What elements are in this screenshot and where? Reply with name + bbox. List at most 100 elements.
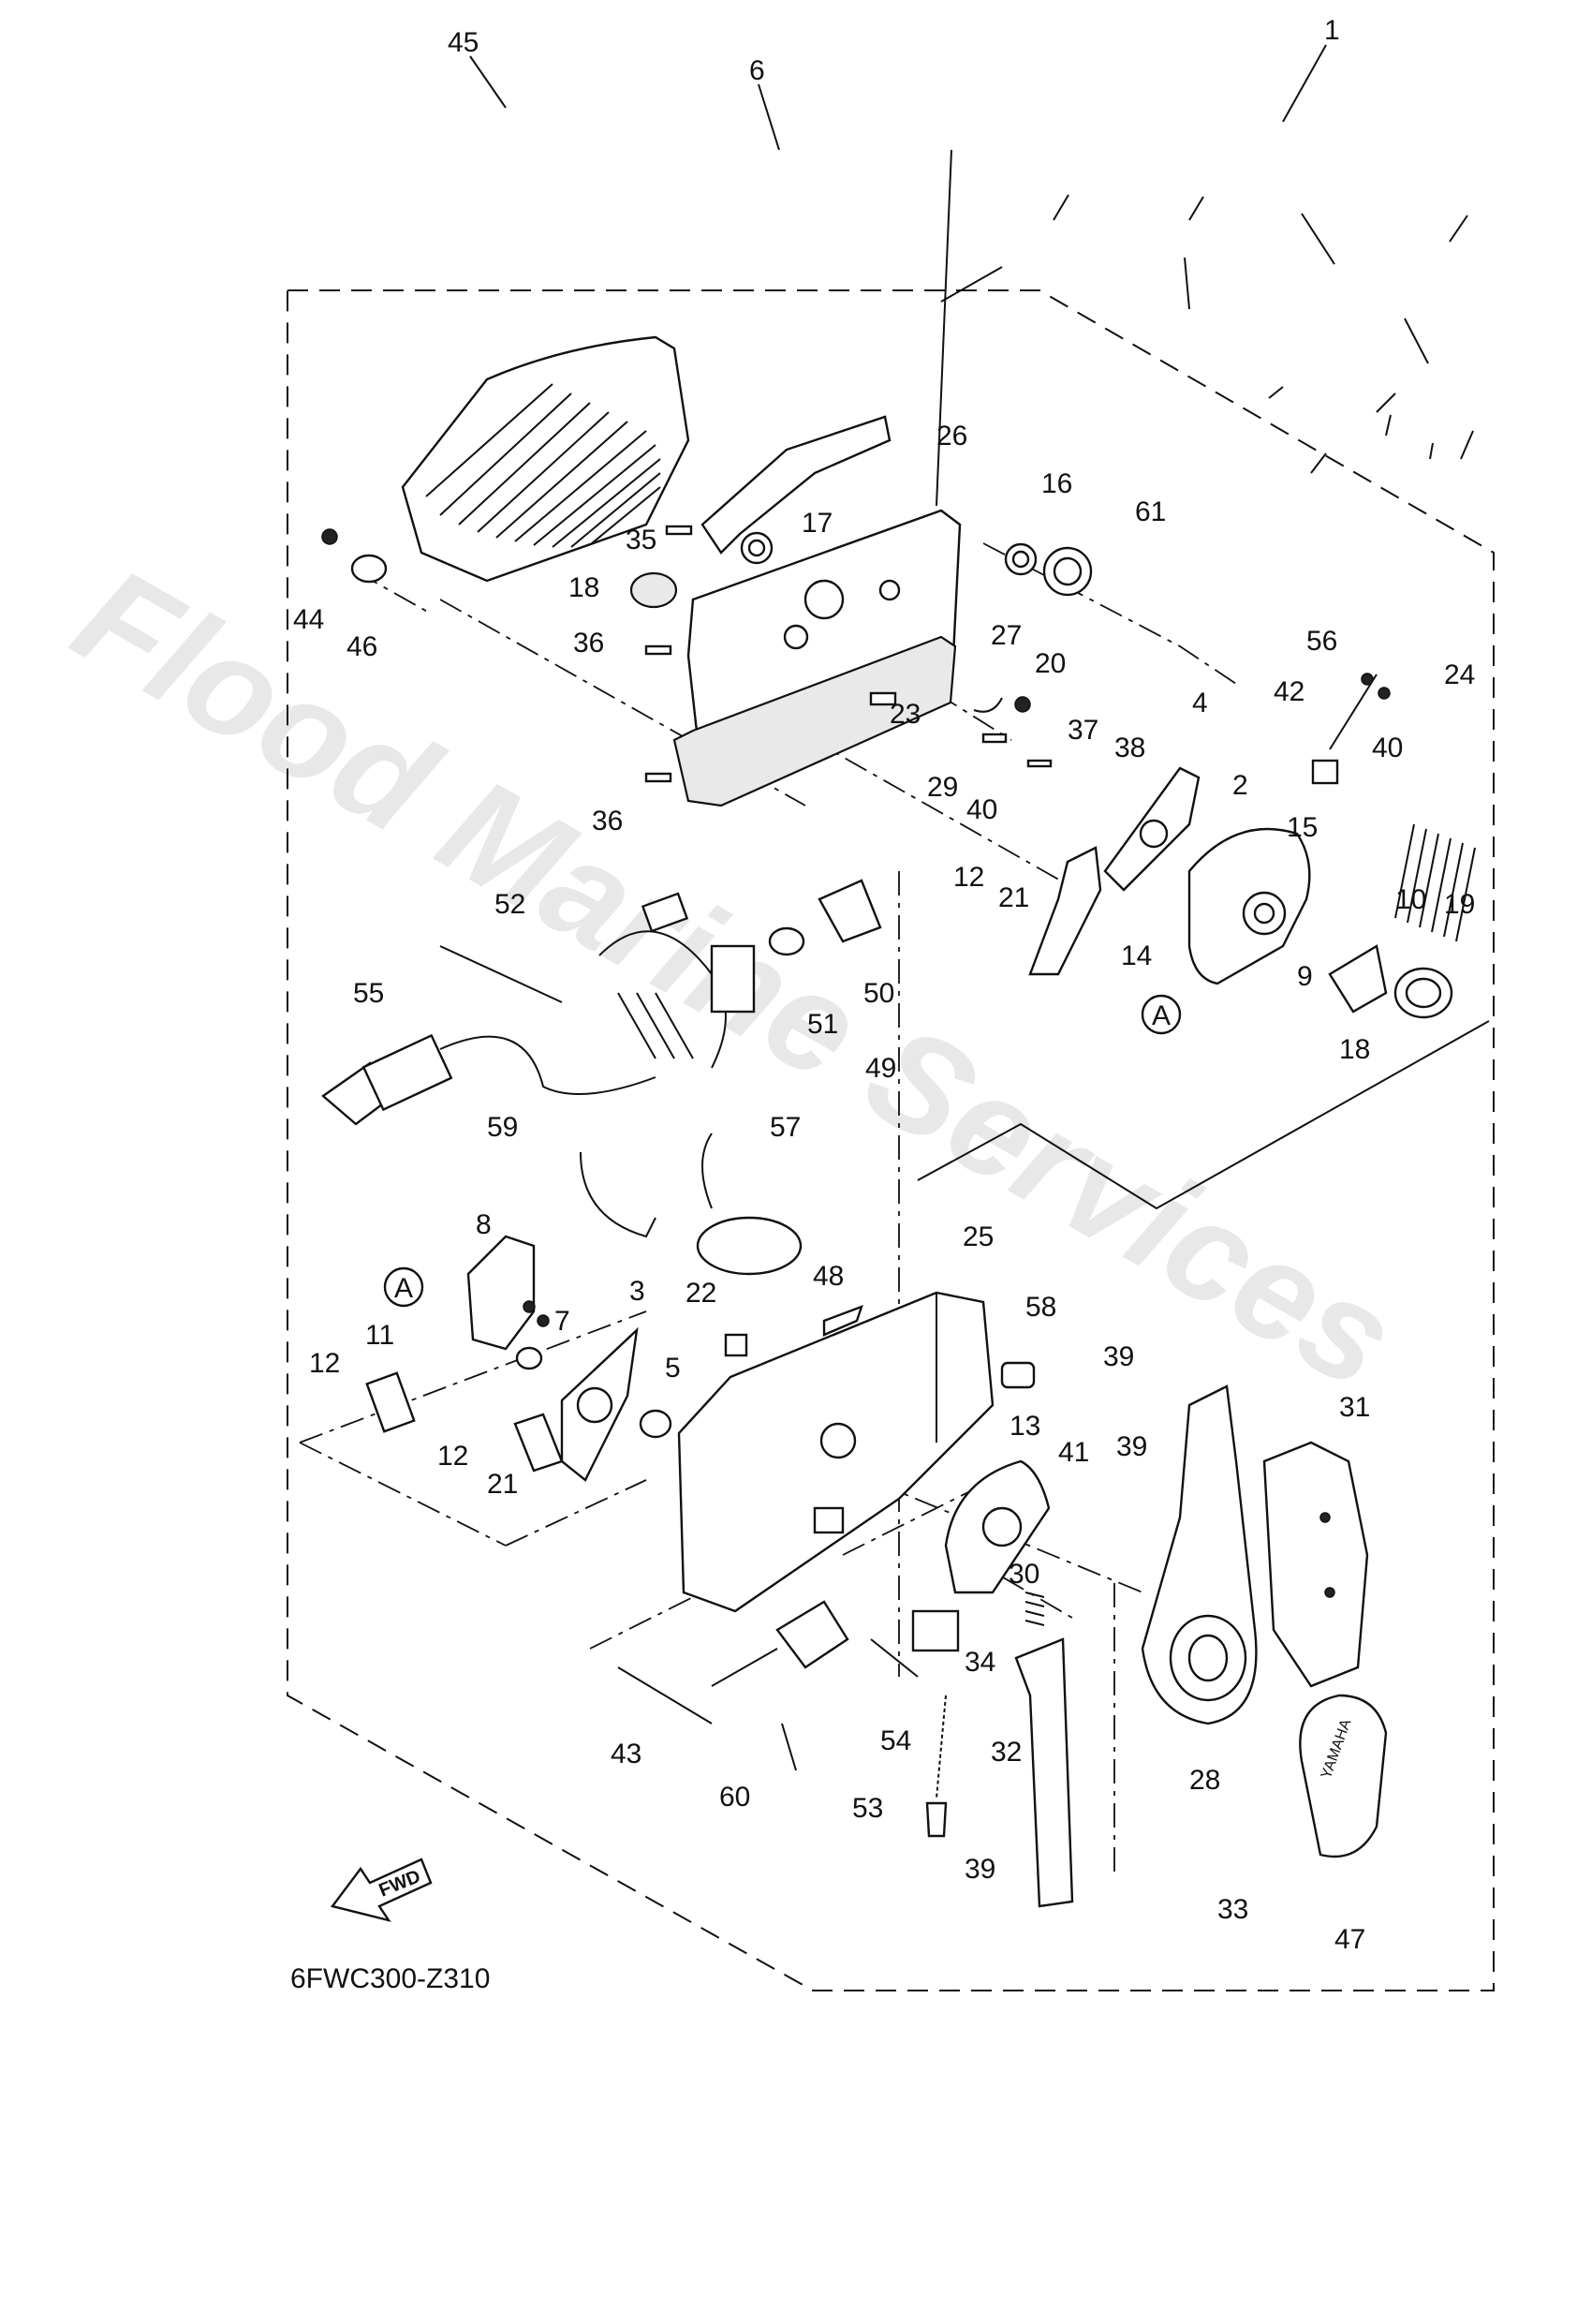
part-31-grip — [1262, 1441, 1369, 1688]
callout-39-c: 39 — [965, 1854, 995, 1885]
callout-51: 51 — [807, 1009, 838, 1040]
callout-36-top: 36 — [573, 628, 604, 659]
callout-12-top: 12 — [953, 862, 984, 893]
callout-38: 38 — [1114, 733, 1145, 763]
callout-36-low: 36 — [592, 806, 623, 836]
callout-13: 13 — [1010, 1411, 1040, 1442]
callout-19: 19 — [1444, 889, 1475, 920]
callout-20: 20 — [1035, 648, 1066, 679]
part-45-grille-cover — [401, 335, 690, 583]
callout-41: 41 — [1058, 1437, 1089, 1468]
part-19-plate — [1328, 944, 1388, 1014]
callout-9: 9 — [1297, 961, 1313, 992]
part-3-cam — [560, 1326, 639, 1482]
part-21-lever-right — [1028, 846, 1102, 976]
callout-35: 35 — [626, 525, 656, 555]
callout-46: 46 — [346, 631, 377, 662]
callout-27: 27 — [991, 620, 1022, 651]
callout-18-top: 18 — [568, 572, 599, 603]
callout-43: 43 — [611, 1739, 641, 1769]
part-25-lower-housing — [677, 1291, 995, 1613]
callout-22: 22 — [685, 1278, 716, 1309]
callout-18-right: 18 — [1339, 1034, 1370, 1065]
part-53-stop-switch — [711, 1600, 849, 1687]
callout-40-right: 40 — [1372, 733, 1403, 763]
part-34-bracket — [911, 1609, 960, 1652]
callout-32: 32 — [991, 1737, 1022, 1768]
part-28-handle — [1141, 1384, 1258, 1725]
callout-47: 47 — [1334, 1924, 1365, 1955]
callout-59: 59 — [487, 1112, 518, 1143]
part-48-clip — [822, 1304, 863, 1337]
callout-15: 15 — [1287, 812, 1318, 843]
fwd-arrow: FWD — [330, 1858, 433, 1922]
marker-a-left: A — [383, 1266, 424, 1308]
callout-60: 60 — [719, 1782, 750, 1813]
callout-5: 5 — [665, 1353, 681, 1384]
callout-39-b: 39 — [1116, 1431, 1147, 1462]
callout-16: 16 — [1041, 468, 1072, 499]
part-60-screw — [781, 1723, 797, 1771]
part-5-washer — [639, 1409, 672, 1439]
part-18-bushing-right — [1393, 967, 1453, 1019]
callout-52: 52 — [494, 889, 525, 920]
part-22-clip — [724, 1333, 748, 1357]
part-13-cam-plate — [944, 1459, 1051, 1594]
part-59-clip — [580, 1151, 656, 1238]
callout-21-top: 21 — [998, 882, 1029, 913]
callout-53: 53 — [852, 1793, 883, 1824]
callout-4: 4 — [1192, 688, 1208, 718]
part-56-cable-bracket — [1311, 673, 1391, 785]
part-33-cover: YAMAHA — [1299, 1694, 1388, 1858]
callout-10: 10 — [1395, 884, 1426, 915]
callout-11: 11 — [365, 1320, 394, 1351]
callout-48: 48 — [813, 1261, 844, 1292]
callout-28: 28 — [1189, 1765, 1220, 1796]
part-50-key — [768, 879, 882, 956]
marker-a-right: A — [1141, 994, 1182, 1035]
part-6-bracket — [700, 415, 892, 555]
part-4-plate — [1103, 766, 1201, 892]
callout-14: 14 — [1121, 940, 1152, 971]
part-32-lever — [1014, 1637, 1074, 1908]
callout-8: 8 — [476, 1209, 492, 1240]
part-57-buzzer — [696, 1132, 803, 1276]
callout-21-low: 21 — [487, 1469, 518, 1500]
callout-30: 30 — [1009, 1559, 1039, 1590]
callout-57: 57 — [770, 1112, 801, 1143]
callout-labels: 1 45 6 26 16 61 17 35 18 44 46 36 27 56 … — [293, 15, 1475, 1955]
callout-leaders — [469, 44, 1474, 507]
callout-33: 33 — [1217, 1894, 1248, 1925]
callout-54: 54 — [880, 1725, 911, 1756]
callout-58: 58 — [1025, 1292, 1056, 1323]
callout-34: 34 — [965, 1647, 995, 1678]
callout-7: 7 — [554, 1306, 570, 1337]
callout-42: 42 — [1274, 676, 1304, 707]
part-55-connector — [321, 1033, 656, 1126]
assembly-boundary — [287, 289, 1495, 1991]
callout-55: 55 — [353, 978, 384, 1009]
part-58-pad — [1000, 1361, 1036, 1389]
callout-29: 29 — [927, 772, 958, 803]
part-54-lanyard — [870, 1638, 948, 1838]
diagram-code: 6FWC300-Z310 — [290, 1963, 490, 1994]
part-43-bolt — [617, 1666, 713, 1724]
callout-25: 25 — [963, 1221, 994, 1252]
callout-56: 56 — [1306, 626, 1337, 657]
part-2-drum — [1187, 827, 1311, 985]
callout-3: 3 — [629, 1276, 645, 1307]
svg-text:A: A — [394, 1273, 413, 1304]
svg-text:A: A — [1152, 1000, 1171, 1031]
part-8-bracket — [466, 1235, 550, 1351]
callout-2: 2 — [1232, 770, 1248, 801]
callout-39-a: 39 — [1103, 1341, 1134, 1372]
callout-31: 31 — [1339, 1392, 1370, 1423]
callout-12-left: 12 — [309, 1348, 340, 1379]
part-7-washer — [515, 1346, 543, 1370]
callout-50: 50 — [863, 978, 894, 1009]
callout-37: 37 — [1068, 715, 1098, 746]
callout-12-mid: 12 — [437, 1441, 468, 1472]
callout-6: 6 — [749, 55, 765, 86]
callout-44: 44 — [293, 604, 324, 635]
